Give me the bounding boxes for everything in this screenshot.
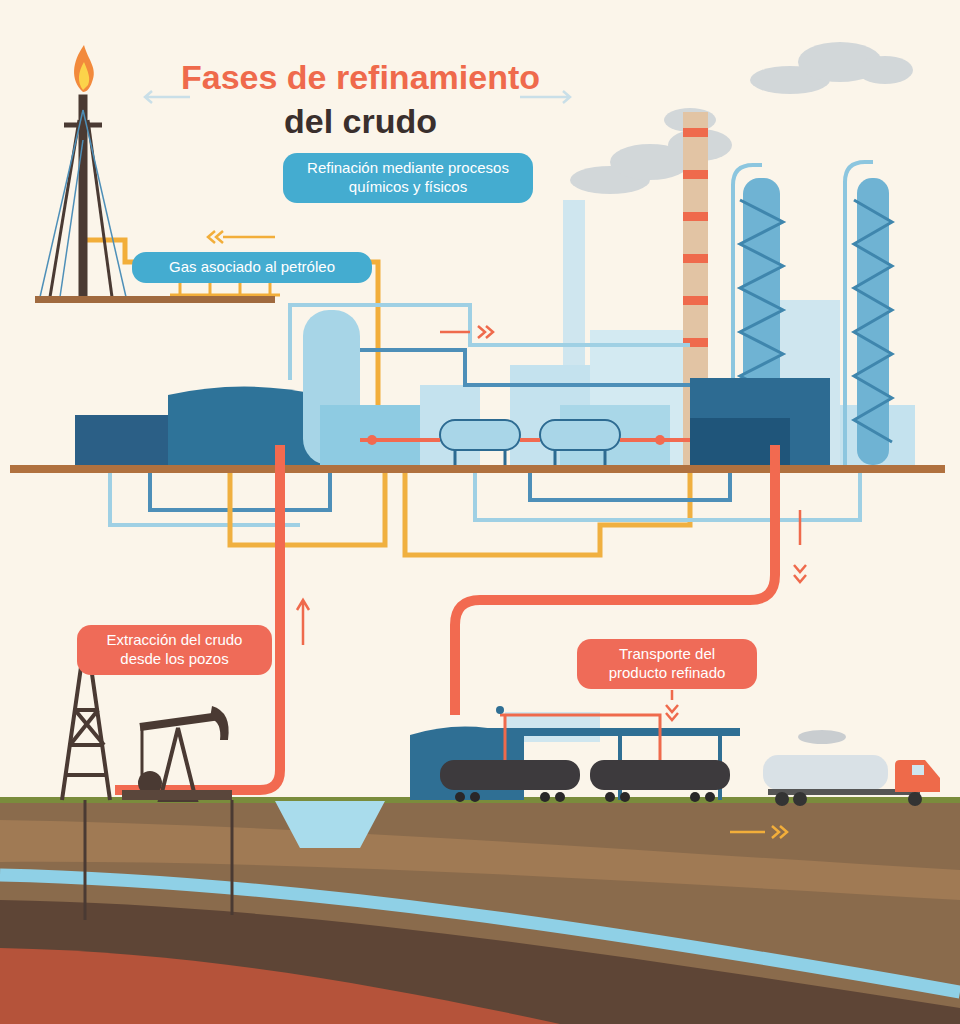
chimney-stripes [683,128,708,347]
pond [275,801,385,848]
pipe [360,438,690,442]
callout-text: Refinación mediante procesos químicos y … [297,159,519,197]
vessel [440,420,620,450]
oil-layer [0,948,560,1024]
pipe [110,473,300,525]
soil-layer [0,820,960,900]
platform [35,296,275,303]
well-shaft [84,800,87,920]
product-pipe [455,445,775,715]
flow-arrows [297,326,806,720]
well-shaft [231,800,234,915]
valve [367,435,665,445]
callout-pill: Transporte del producto refinado [577,639,757,689]
ladder [854,200,892,442]
flame [79,62,89,90]
pumpjack [122,706,232,800]
aquifer [0,875,960,992]
unit-box [320,405,420,465]
pipe [230,473,385,545]
callout-pill: Gas asociado al petróleo [132,252,372,283]
tank-truck [763,730,940,806]
callout-pill: Extracción del crudo desde los pozos [77,625,272,675]
flow-arrows [208,231,787,838]
title: Fases de refinamiento del crudo [168,56,553,143]
loading-pipe [500,715,660,760]
unit-box [690,378,830,465]
pipe [475,473,860,520]
vessel-legs [455,450,605,465]
callout-text: Transporte del producto refinado [591,645,743,683]
ground-line [10,465,945,473]
ground [0,800,960,1024]
callout-pill: Refinación mediante procesos químicos y … [283,153,533,203]
pipe [530,473,730,500]
flame [74,45,94,92]
tank [168,387,320,466]
pipe [405,473,690,555]
pipe [150,473,330,510]
guy-wires [40,110,126,297]
smoke [570,42,913,194]
valve [496,706,504,714]
callout-text: Gas asociado al petróleo [146,258,358,277]
crude-pipe [115,445,280,790]
canopy [470,728,740,736]
tank-wagon [440,760,730,802]
callout-text: Extracción del crudo desde los pozos [91,631,258,669]
